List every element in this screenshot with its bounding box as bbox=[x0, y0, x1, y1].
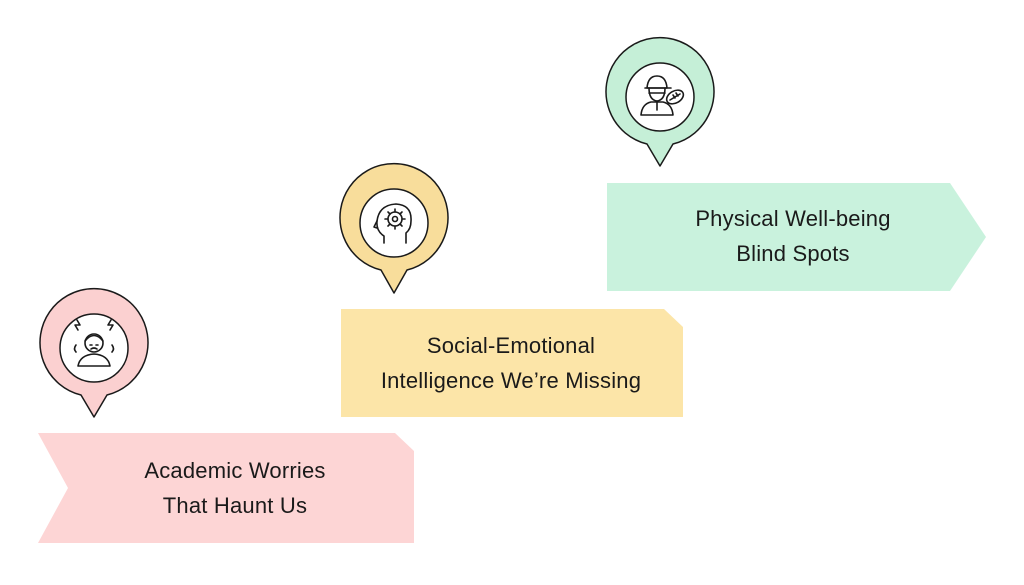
pin-marker-social-emotional bbox=[339, 162, 449, 294]
athlete-cap-ball-icon bbox=[640, 75, 685, 116]
step-band-physical bbox=[607, 183, 986, 291]
step-label-social-emotional-line2: Intelligence We’re Missing bbox=[380, 368, 642, 393]
step-label-social-emotional: Social-Emotional Intelligence We’re Miss… bbox=[345, 327, 677, 399]
step-label-physical: Physical Well-being Blind Spots bbox=[615, 200, 971, 272]
stressed-person-icon bbox=[73, 319, 115, 367]
step-label-academic: Academic Worries That Haunt Us bbox=[70, 452, 400, 524]
step-band-social-emotional bbox=[341, 309, 683, 417]
step-label-physical-line2: Blind Spots bbox=[736, 241, 850, 266]
head-gear-icon bbox=[373, 203, 412, 244]
step-label-academic-line1: Academic Worries bbox=[144, 458, 326, 483]
step-label-academic-line2: That Haunt Us bbox=[162, 493, 308, 518]
pin-marker-physical bbox=[605, 36, 715, 167]
step-label-physical-line1: Physical Well-being bbox=[695, 206, 891, 231]
step-label-social-emotional-line1: Social-Emotional bbox=[426, 333, 596, 358]
step-band-academic bbox=[38, 433, 414, 543]
